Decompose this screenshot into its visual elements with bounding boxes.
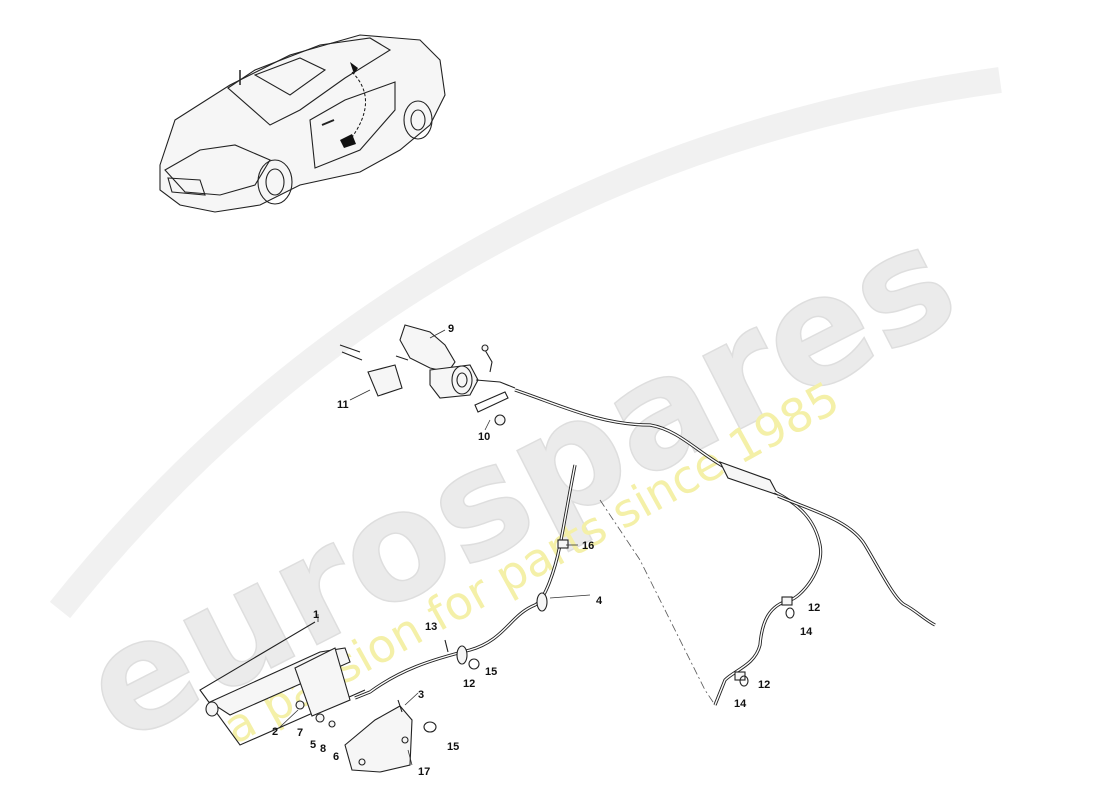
callout-11: 11	[337, 399, 349, 411]
callout-13: 13	[425, 621, 437, 633]
callout-9: 9	[448, 323, 454, 335]
front-brake-cable	[354, 464, 577, 700]
leader-lines	[279, 329, 591, 766]
callout-12-right-lower: 12	[758, 679, 770, 691]
callout-14-lower: 14	[734, 698, 747, 710]
handbrake-lever-icon	[199, 607, 795, 773]
car-thumbnail-icon	[159, 34, 446, 213]
callout-1: 1	[313, 609, 319, 621]
callout-5: 5	[310, 739, 316, 751]
callout-12-center: 12	[463, 678, 475, 690]
callout-10: 10	[478, 431, 490, 443]
callout-4: 4	[596, 595, 603, 607]
callout-15-center: 15	[485, 666, 497, 678]
callout-2: 2	[272, 726, 278, 738]
callouts: 1 2 3 4 5 6 7 8 9 10 11 12 12 12 13 14 1…	[272, 323, 820, 778]
callout-6: 6	[333, 751, 339, 763]
callout-14-upper: 14	[800, 626, 813, 638]
rear-brake-cables	[713, 490, 936, 706]
callout-3: 3	[418, 689, 424, 701]
watermark-brand: eurospares	[57, 191, 981, 777]
callout-15-lower: 15	[447, 741, 459, 753]
callout-12-right-upper: 12	[808, 602, 820, 614]
parking-brake-actuator-icon	[339, 324, 516, 426]
callout-16: 16	[582, 540, 594, 552]
callout-8: 8	[320, 743, 326, 755]
callout-7: 7	[297, 727, 303, 739]
callout-17: 17	[418, 766, 430, 778]
centre-line	[599, 499, 716, 706]
